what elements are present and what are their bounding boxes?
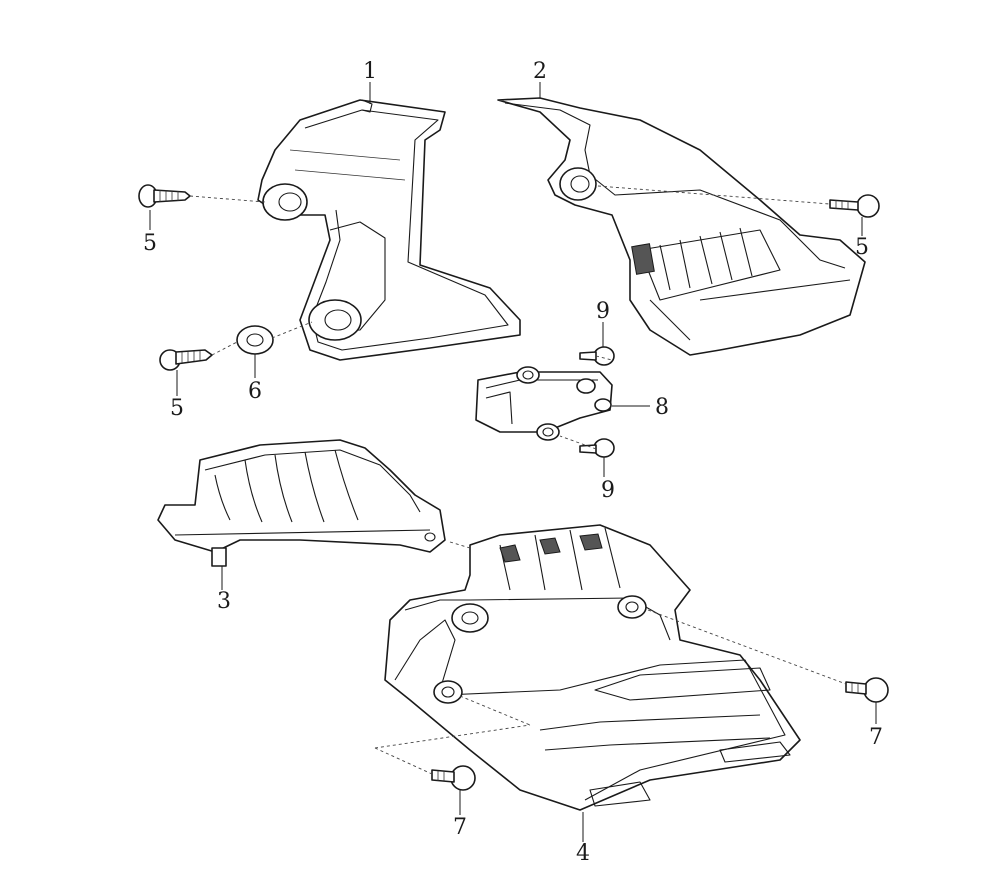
leader-lines bbox=[149, 82, 877, 842]
part-4-lower-skid-plate bbox=[384, 524, 801, 811]
callout-7-left: 7 bbox=[453, 815, 467, 840]
part-3-ribbed-cover bbox=[157, 439, 446, 567]
screw-9-lower bbox=[579, 438, 615, 458]
callout-9-lower: 9 bbox=[601, 478, 615, 503]
bolt-5-upper-left bbox=[138, 184, 191, 208]
callout-1: 1 bbox=[363, 59, 377, 84]
callout-numbers: 1 2 3 4 5 5 5 6 7 7 8 9 9 bbox=[143, 59, 883, 866]
callout-2: 2 bbox=[533, 59, 547, 84]
callout-3: 3 bbox=[217, 589, 231, 614]
callout-6: 6 bbox=[248, 379, 262, 404]
part-2-right-upper-cover bbox=[497, 97, 866, 356]
callout-5-lower-left: 5 bbox=[170, 396, 184, 421]
callout-9-upper: 9 bbox=[596, 299, 610, 324]
part-1-left-upper-cover bbox=[257, 99, 521, 361]
assembly-lines bbox=[189, 185, 847, 775]
bolt-5-lower-left bbox=[159, 349, 213, 371]
callout-5-upper-left: 5 bbox=[143, 231, 157, 256]
bolt-5-right bbox=[829, 194, 880, 218]
screw-9-upper bbox=[579, 346, 615, 366]
bolt-7-left bbox=[431, 765, 476, 791]
part-8-bracket-module bbox=[475, 366, 613, 441]
callout-8: 8 bbox=[655, 395, 669, 420]
callout-5-right: 5 bbox=[855, 235, 869, 260]
washer-6 bbox=[236, 325, 274, 355]
bolt-7-right bbox=[845, 677, 889, 703]
callout-7-right: 7 bbox=[869, 725, 883, 750]
callout-4: 4 bbox=[576, 841, 590, 866]
